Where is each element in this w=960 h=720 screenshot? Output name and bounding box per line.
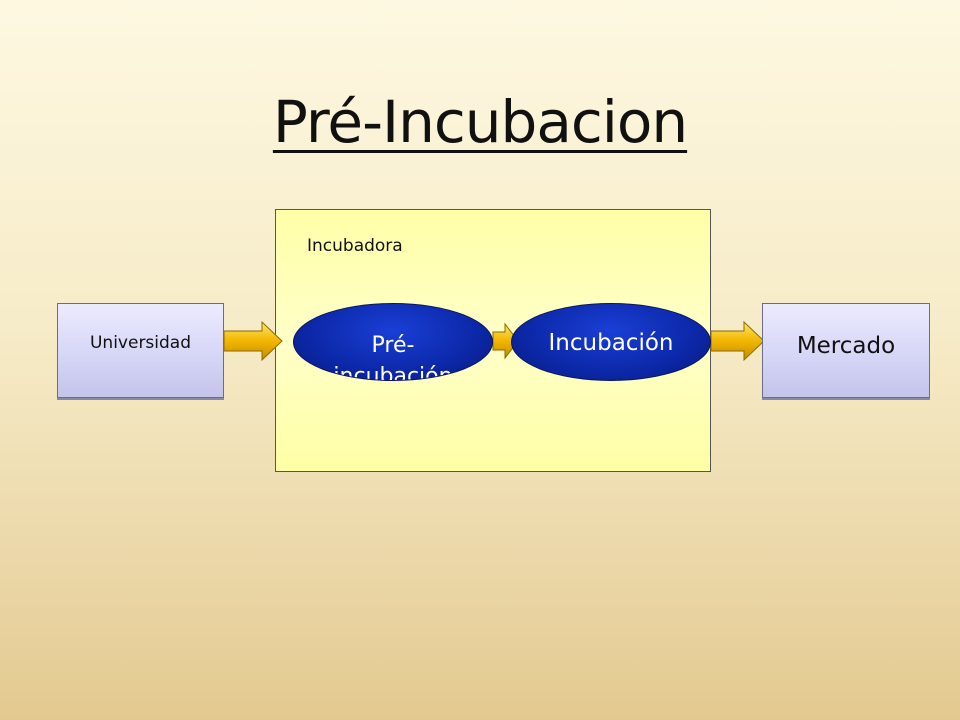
- incubadora-label: Incubadora: [307, 236, 403, 256]
- incubacion-ellipse: Incubación: [511, 303, 711, 381]
- pre-incubacion-label: Pré- incubación: [333, 333, 453, 381]
- mercado-box: Mercado: [762, 303, 930, 398]
- pre-incubacion-ellipse: Pré- incubación: [293, 303, 493, 381]
- slide-title: Pré-Incubacion: [0, 88, 960, 156]
- arrow-incubacion-to-mercado: [710, 320, 765, 362]
- arrow-universidad-to-pre: [223, 320, 283, 362]
- universidad-box: Universidad: [57, 303, 224, 398]
- slide-title-text: Pré-Incubacion: [272, 88, 688, 156]
- incubacion-label: Incubación: [548, 330, 674, 356]
- universidad-label: Universidad: [89, 332, 192, 353]
- mercado-label: Mercado: [796, 332, 896, 359]
